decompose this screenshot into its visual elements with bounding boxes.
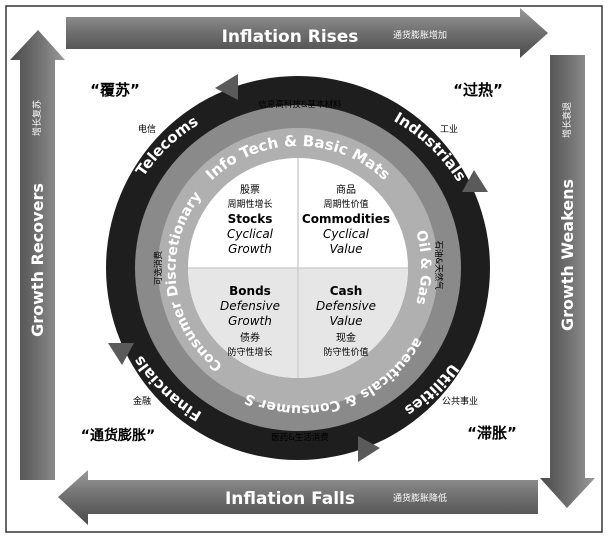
phase-overheat-label: “过热”: [453, 81, 503, 99]
stocks-title: Stocks: [228, 212, 273, 226]
info-tech-cn: 信息高科技&基本材料: [258, 99, 342, 110]
consumer-discretionary-cn: 可选消费: [153, 251, 164, 286]
industrials-cn: 工业: [440, 124, 458, 135]
stocks-line1: Cyclical: [227, 227, 274, 241]
utilities-cn: 公共事业: [442, 395, 478, 407]
bonds-sub-cn: 防守性增长: [227, 346, 272, 358]
bonds-line1: Defensive: [220, 299, 280, 313]
commodities-title: Commodities: [302, 212, 390, 226]
commodities-cn: 商品: [336, 183, 356, 196]
phase-recovery-label: “覆苏”: [90, 81, 140, 99]
inflation-rises-arrow: Inflation Rises 通货膨胀增加: [66, 8, 548, 58]
cash-title: Cash: [330, 284, 363, 298]
cash-cn: 现金: [336, 331, 356, 344]
inflation-falls-cn: 通货膨胀降低: [393, 492, 447, 504]
growth-recovers-label: Growth Recovers: [28, 183, 47, 337]
growth-recovers-arrow: Growth Recovers 增长复苏: [10, 30, 65, 480]
inflation-rises-label: Inflation Rises: [222, 27, 359, 47]
stocks-line2: Growth: [228, 242, 272, 256]
inflation-falls-label: Inflation Falls: [225, 489, 355, 509]
commodities-line1: Cyclical: [323, 227, 370, 241]
cash-line1: Defensive: [316, 299, 376, 313]
growth-weakens-label: Growth Weakens: [558, 179, 577, 331]
commodities-sub-cn: 周期性价值: [323, 198, 368, 210]
bonds-quadrant: Bonds Defensive Growth 债券 防守性增长: [220, 284, 280, 358]
cash-sub-cn: 防守性价值: [323, 346, 368, 358]
stocks-quadrant: 股票 周期性增长 Stocks Cyclical Growth: [227, 184, 274, 256]
stocks-cn: 股票: [240, 184, 260, 196]
growth-recovers-cn: 增长复苏: [31, 100, 43, 136]
inflation-falls-arrow: Inflation Falls 通货膨胀降低: [58, 470, 538, 525]
cash-line2: Value: [329, 314, 362, 328]
pharma-cn: 医药&生活消费: [271, 432, 329, 443]
bonds-title: Bonds: [229, 284, 271, 298]
commodities-quadrant: 商品 周期性价值 Commodities Cyclical Value: [302, 183, 390, 256]
phase-inflation-label: “通货膨胀”: [81, 427, 155, 444]
commodities-line2: Value: [329, 242, 362, 256]
bonds-line2: Growth: [228, 314, 272, 328]
growth-weakens-cn: 增长衰退: [561, 102, 573, 138]
financials-cn: 金融: [133, 395, 151, 407]
oil-gas-cn: 石油&天然气: [433, 240, 444, 290]
growth-weakens-arrow: Growth Weakens 增长衰退: [540, 55, 595, 508]
stocks-sub-cn: 周期性增长: [227, 198, 272, 210]
cash-quadrant: Cash Defensive Value 现金 防守性价值: [316, 284, 376, 358]
phase-stagflation-label: “滞胀”: [467, 424, 517, 442]
telecoms-cn: 电信: [138, 123, 156, 135]
bonds-cn: 债券: [240, 331, 260, 344]
inflation-rises-cn: 通货膨胀增加: [393, 29, 447, 41]
